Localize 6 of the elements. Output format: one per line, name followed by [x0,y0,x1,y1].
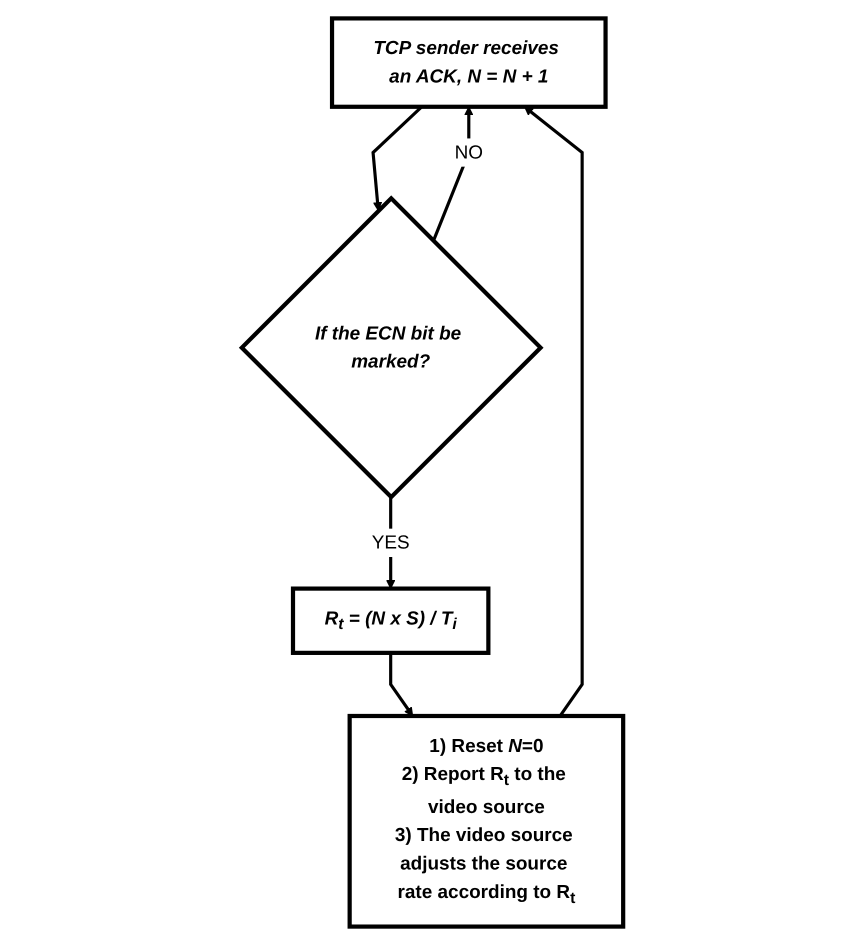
node-box: 1) Reset N=0 2) Report R$_{t}$ to the video source 3) The video source adjusts the source rate according to R$_{t}$ [348,714,626,929]
edge-label: YES [372,532,410,553]
node-box: R$_{t}$ = (N x S) / T$_{i}$ [290,586,490,655]
node-diamond: If the ECN bit be marked? [238,195,544,500]
edge-label: NO [454,142,483,163]
node-box: TCP sender receives an ACK, N = N + 1 [330,16,608,109]
